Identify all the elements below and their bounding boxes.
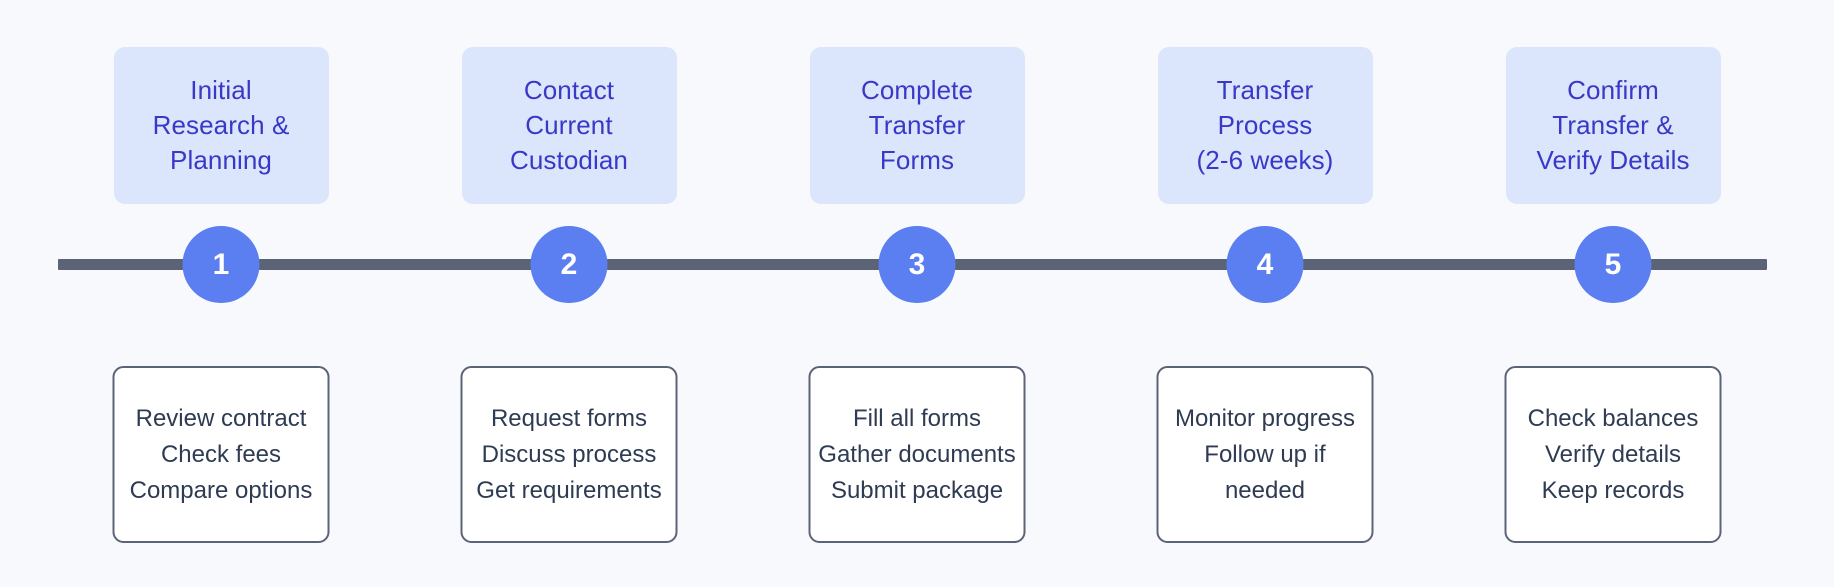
step-circle-4[interactable]: 4 [1226, 226, 1304, 303]
timeline-step-2: Contact Current Custodian 2 Request form… [406, 0, 732, 587]
phase-card-5[interactable]: Confirm Transfer & Verify Details [1505, 47, 1721, 204]
step-circle-3[interactable]: 3 [878, 226, 956, 303]
step-circle-2[interactable]: 2 [530, 226, 608, 303]
detail-box-5[interactable]: Check balances Verify details Keep recor… [1504, 366, 1722, 543]
phase-card-label-4: Transfer Process (2-6 weeks) [1196, 75, 1334, 175]
step-marker-1[interactable]: 1 [182, 226, 260, 303]
step-number-1: 1 [212, 247, 230, 281]
phase-card-label-2: Contact Current Custodian [510, 75, 628, 175]
step-marker-5[interactable]: 5 [1574, 226, 1652, 303]
step-circle-5[interactable]: 5 [1574, 226, 1652, 303]
step-number-5: 5 [1604, 247, 1622, 281]
detail-box-2[interactable]: Request forms Discuss process Get requir… [460, 366, 678, 543]
detail-box-1[interactable]: Review contract Check fees Compare optio… [112, 366, 330, 543]
phase-card-label-5: Confirm Transfer & Verify Details [1536, 75, 1690, 175]
detail-box-label-3: Fill all forms Gather documents Submit p… [818, 404, 1016, 504]
phase-card-label-3: Complete Transfer Forms [860, 75, 974, 175]
phase-card-3[interactable]: Complete Transfer Forms [809, 47, 1025, 204]
detail-box-4[interactable]: Monitor progress Follow up if needed [1156, 366, 1374, 543]
detail-box-label-4: Monitor progress Follow up if needed [1174, 404, 1356, 504]
timeline-step-5: Confirm Transfer & Verify Details 5 Chec… [1450, 0, 1776, 587]
phase-card-4[interactable]: Transfer Process (2-6 weeks) [1157, 47, 1373, 204]
step-number-3: 3 [908, 247, 926, 281]
step-marker-3[interactable]: 3 [878, 226, 956, 303]
detail-box-3[interactable]: Fill all forms Gather documents Submit p… [808, 366, 1026, 543]
step-marker-4[interactable]: 4 [1226, 226, 1304, 303]
timeline-step-1: Initial Research & Planning 1 Review con… [58, 0, 384, 587]
step-marker-2[interactable]: 2 [530, 226, 608, 303]
phase-card-1[interactable]: Initial Research & Planning [113, 47, 329, 204]
detail-box-label-2: Request forms Discuss process Get requir… [476, 404, 662, 504]
timeline-step-4: Transfer Process (2-6 weeks) 4 Monitor p… [1102, 0, 1428, 587]
detail-box-label-1: Review contract Check fees Compare optio… [129, 404, 313, 504]
phase-card-label-1: Initial Research & Planning [152, 75, 290, 175]
detail-box-label-5: Check balances Verify details Keep recor… [1527, 404, 1699, 504]
phase-card-2[interactable]: Contact Current Custodian [461, 47, 677, 204]
step-number-2: 2 [560, 247, 578, 281]
timeline-step-3: Complete Transfer Forms 3 Fill all forms… [754, 0, 1080, 587]
step-number-4: 4 [1256, 247, 1274, 281]
step-circle-1[interactable]: 1 [182, 226, 260, 303]
